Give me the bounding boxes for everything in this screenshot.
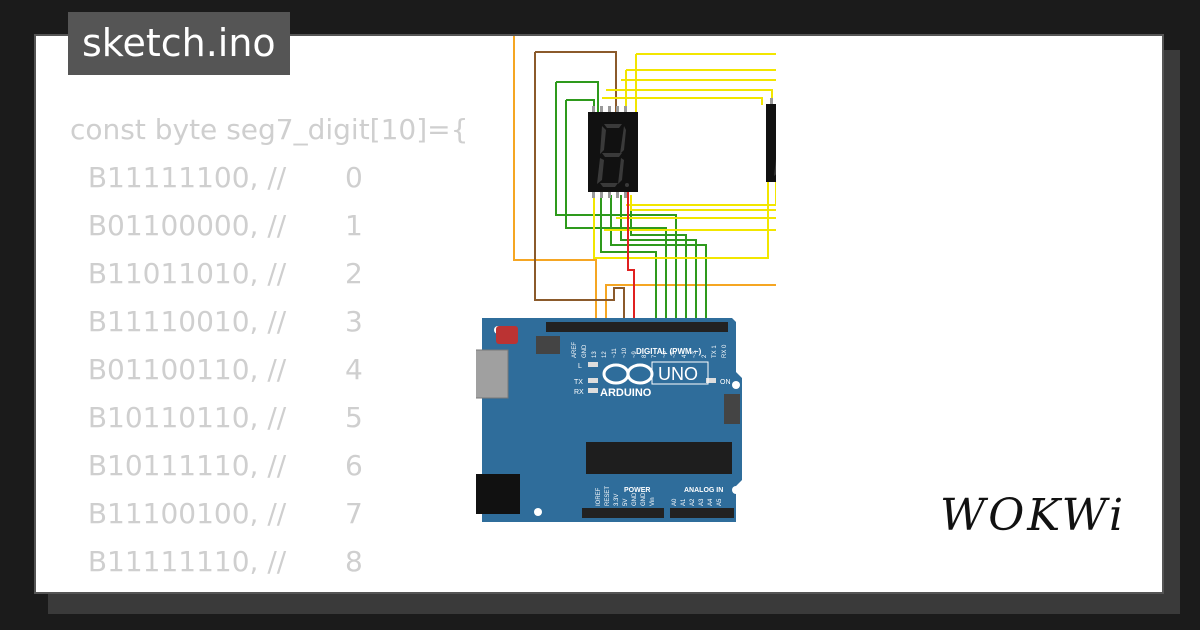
wire-yellow-3	[621, 79, 776, 81]
digital-header	[546, 322, 728, 332]
wire-yellow-7	[630, 195, 776, 211]
pin-label: 5V	[623, 499, 629, 506]
wire-yellow-9	[616, 217, 776, 219]
code-row: B11110010, //3	[87, 305, 363, 338]
pin-label: 7	[652, 354, 658, 358]
pin-label: ~11	[612, 348, 618, 358]
reset-button	[496, 326, 518, 344]
wire-green-3	[630, 195, 687, 320]
pin-label: 4	[682, 354, 688, 358]
led-tx-label: TX	[574, 379, 583, 386]
wire-yellow-2	[626, 69, 776, 71]
pin-label: TX 1	[712, 345, 718, 358]
pin-label: A0	[672, 498, 678, 506]
led-rx-label: RX	[574, 389, 584, 396]
wires	[513, 36, 776, 320]
wire-green-2-top	[566, 99, 595, 112]
wire-green-2	[565, 100, 667, 320]
segments-right	[774, 158, 776, 176]
power-label: POWER	[624, 487, 650, 494]
digital-label: DIGITAL (PWM ~)	[636, 347, 702, 356]
pin-label: ~10	[622, 347, 628, 358]
wire-orange-left	[513, 36, 597, 320]
analog-label: ANALOG IN	[684, 487, 723, 494]
pin-label: GND	[632, 492, 638, 506]
wire-green-1	[555, 82, 677, 320]
pin-label: AREF	[572, 342, 578, 358]
wire-brown-top	[535, 51, 617, 120]
segments-left	[597, 124, 629, 187]
power-jack	[476, 474, 520, 514]
pin-label: ~6	[662, 350, 668, 358]
wire-yellow-6	[593, 182, 769, 259]
wire-brown	[534, 52, 625, 320]
wire-yellow-10	[604, 229, 776, 231]
wire-yellow-1	[636, 53, 776, 55]
pin-label: A2	[690, 498, 696, 506]
pin-label: GND	[641, 492, 647, 506]
code-preview: const byte seg7_digit[10]={ B11111100, /…	[70, 106, 469, 592]
code-row: B10111110, //6	[87, 449, 363, 482]
pin-label: A4	[708, 498, 714, 506]
seven-segment-right	[766, 98, 776, 182]
pin-label: IOREF	[596, 487, 602, 506]
pin-label: RX 0	[722, 344, 728, 358]
pin-label: 12	[602, 351, 608, 358]
wire-red	[627, 190, 635, 320]
wokwi-logo: WOKWi	[940, 490, 1127, 541]
board-model: UNO	[658, 364, 698, 384]
analog-header	[670, 508, 734, 518]
wire-green-1-top	[556, 81, 599, 112]
seven-segment-left	[588, 106, 638, 198]
pin-label: A3	[699, 498, 705, 506]
board-brand: ARDUINO	[600, 387, 652, 399]
code-row: B11011010, //2	[87, 257, 363, 290]
code-row: B01100110, //4	[87, 353, 363, 386]
usb-port	[476, 349, 509, 399]
pin-label: A1	[681, 498, 687, 506]
wire-yellow-8	[626, 182, 776, 206]
pin-label: GND	[582, 344, 588, 358]
pin-label: Vin	[650, 497, 656, 506]
pin-label: 13	[592, 351, 598, 358]
led-l-label: L	[578, 363, 582, 370]
wire-green-5	[610, 195, 707, 320]
atmega-chip	[586, 442, 732, 474]
code-row: B10110110, //5	[87, 401, 363, 434]
pin-label: 8	[642, 354, 648, 358]
pin-label: A5	[717, 498, 723, 506]
code-row: B01100000, //1	[87, 209, 363, 242]
pin-label: ~5	[672, 350, 678, 358]
wire-orange-right	[605, 284, 776, 320]
wire-yellow-5	[602, 97, 763, 105]
code-row: B11111110, //8	[87, 545, 363, 578]
code-row: B11110110, //9	[70, 586, 468, 592]
arduino-uno-board: ARDUINO UNO DIGITAL (PWM ~) POWER ANALOG…	[476, 318, 742, 522]
pin-label: ~9	[632, 350, 638, 358]
code-line-declaration: const byte seg7_digit[10]={	[70, 113, 469, 146]
on-label: ON	[720, 379, 731, 386]
pin-label: 3.3V	[614, 494, 620, 506]
pin-label: RESET	[605, 486, 611, 506]
circuit-diagram: ARDUINO UNO DIGITAL (PWM ~) POWER ANALOG…	[476, 36, 776, 522]
pin-label: 2	[702, 354, 708, 358]
code-row: B11111100, //0	[87, 161, 363, 194]
pin-label: ~3	[692, 350, 698, 358]
power-header	[582, 508, 664, 518]
code-row: B11100100, //7	[87, 497, 363, 530]
filename-tab: sketch.ino	[68, 12, 290, 75]
